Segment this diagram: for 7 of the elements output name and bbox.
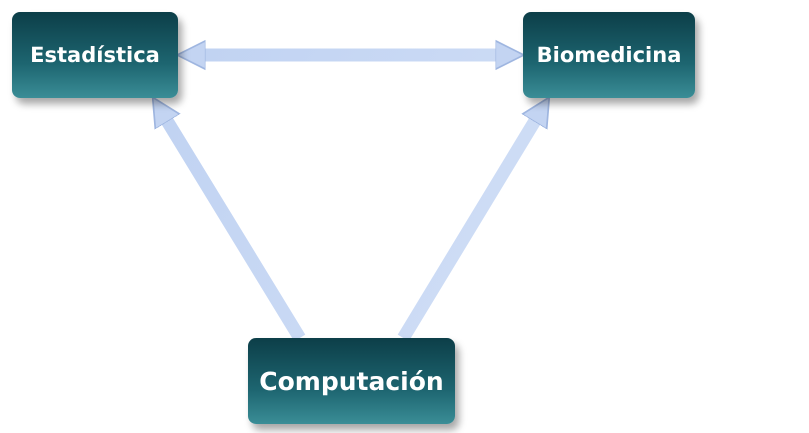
rounded-box xyxy=(523,12,695,98)
arrow xyxy=(176,40,525,70)
rounded-box xyxy=(12,12,178,98)
node-label: Computación xyxy=(259,366,444,396)
node-label: Biomedicina xyxy=(536,43,682,67)
node-label: Estadística xyxy=(30,43,160,67)
rounded-box xyxy=(248,338,455,424)
